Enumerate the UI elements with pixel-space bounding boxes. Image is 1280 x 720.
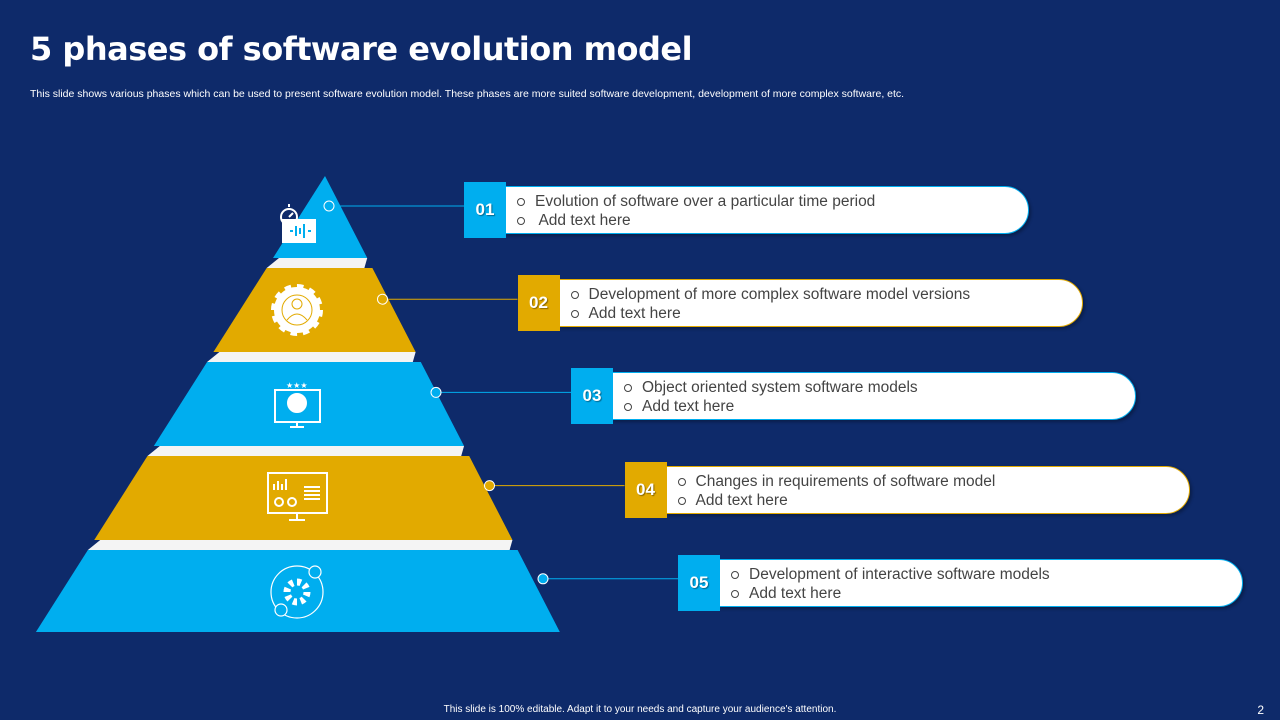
phase-line-1: Object oriented system software models	[624, 379, 918, 397]
brain-monitor-icon: ★★★	[274, 381, 321, 428]
phase-number: 01	[464, 182, 506, 238]
connector-dot	[537, 573, 549, 585]
bullet-icon	[570, 291, 579, 300]
phase-placeholder: Add text here	[695, 491, 788, 509]
phase-description: Development of interactive software mode…	[749, 565, 1050, 583]
phase-number: 05	[678, 554, 720, 611]
phase-description: Changes in requirements of software mode…	[695, 472, 996, 490]
bullet-icon	[731, 570, 739, 579]
pyramid-tier-03	[153, 362, 465, 446]
phase-text-box: Development of interactive software mode…	[718, 558, 1243, 607]
bullet-icon	[677, 477, 686, 486]
phase-line-2: Add text here	[517, 212, 631, 230]
dashboard-monitor-icon	[267, 472, 328, 521]
phase-line-1: Changes in requirements of software mode…	[677, 472, 996, 491]
phase-line-2: Add text here	[731, 585, 841, 603]
phase-placeholder: Add text here	[749, 584, 842, 602]
bullet-icon	[570, 310, 579, 319]
phase-line-2: Add text here	[677, 491, 788, 510]
gear-user-icon	[271, 284, 323, 336]
connector-dot	[484, 480, 495, 492]
phase-number: 02	[517, 275, 560, 332]
phase-text-box: Changes in requirements of software mode…	[664, 465, 1190, 514]
phase-line-1: Development of more complex software mod…	[570, 286, 971, 304]
stopwatch-audio-icon	[280, 204, 316, 243]
svg-text:★★★: ★★★	[286, 381, 308, 390]
phase-text-box: Object oriented system software models A…	[611, 372, 1136, 421]
phase-description: Evolution of software over a particular …	[535, 193, 876, 210]
phase-number: 03	[571, 368, 613, 425]
gear-orbit-icon	[270, 565, 324, 619]
phase-description: Development of more complex software mod…	[588, 286, 971, 304]
bullet-icon	[624, 403, 632, 412]
phase-line-2: Add text here	[570, 305, 681, 323]
pyramid-tier-01	[273, 176, 368, 258]
tier-separator	[266, 258, 368, 268]
tier-separator	[87, 540, 513, 550]
phase-placeholder: Add text here	[642, 398, 735, 416]
tier-separator	[207, 352, 416, 362]
phase-description: Object oriented system software models	[642, 379, 918, 397]
page-subtitle: This slide shows various phases which ca…	[30, 88, 905, 100]
bullet-icon	[517, 197, 525, 206]
connector-dot	[430, 386, 442, 398]
connector-dot	[377, 293, 388, 305]
bullet-icon	[624, 384, 632, 393]
tier-separator	[147, 446, 465, 456]
footer-note: This slide is 100% editable. Adapt it to…	[443, 704, 837, 715]
connector-dot	[323, 200, 335, 212]
phase-text-box: Evolution of software over a particular …	[504, 186, 1029, 234]
phase-placeholder: Add text here	[588, 305, 681, 323]
bullet-icon	[731, 589, 739, 598]
bullet-icon	[517, 216, 525, 225]
phase-line-2: Add text here	[624, 398, 734, 416]
phase-line-1: Development of interactive software mode…	[731, 566, 1050, 584]
bullet-icon	[677, 496, 686, 505]
phase-line-1: Evolution of software over a particular …	[517, 193, 875, 211]
page-title: 5 phases of software evolution model	[30, 30, 693, 68]
phase-text-box: Development of more complex software mod…	[557, 279, 1083, 328]
phase-placeholder: Add text here	[535, 212, 631, 229]
page-number: 2	[1257, 703, 1264, 717]
pyramid-tier-04	[94, 456, 513, 540]
phase-number: 04	[624, 461, 667, 518]
